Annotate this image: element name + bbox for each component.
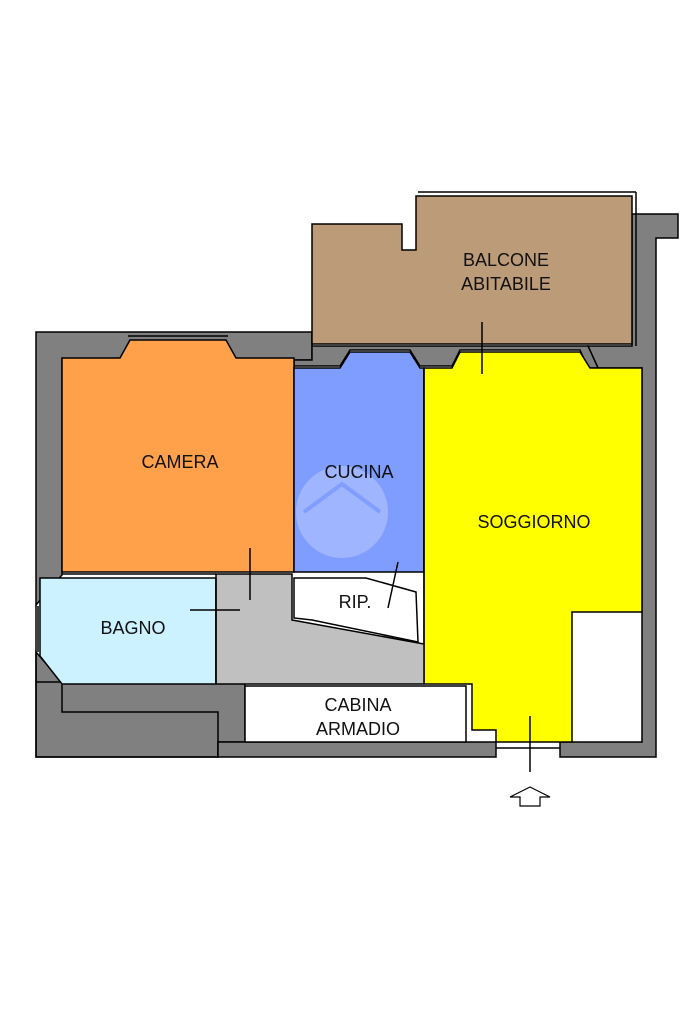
label-camera: CAMERA xyxy=(141,452,218,472)
entrance-arrow-icon xyxy=(509,786,551,807)
room-cabina xyxy=(244,685,467,743)
label-cucina: CUCINA xyxy=(324,462,393,482)
rooms xyxy=(39,195,643,743)
wall-bottom xyxy=(217,741,497,758)
room-bagno xyxy=(39,577,217,685)
label-rip: RIP. xyxy=(339,592,372,612)
label-balcone-line1: BALCONE xyxy=(463,250,549,270)
room-balcone xyxy=(311,195,633,345)
label-balcone-line2: ABITABILE xyxy=(461,274,551,294)
room-cucina xyxy=(293,351,425,573)
room-rip xyxy=(293,577,419,643)
label-cabina-line1: CABINA xyxy=(324,695,391,715)
label-bagno: BAGNO xyxy=(100,618,165,638)
internal-details xyxy=(37,191,637,772)
label-cabina-line2: ARMADIO xyxy=(316,719,400,739)
label-soggiorno: SOGGIORNO xyxy=(477,512,590,532)
room-camera xyxy=(61,339,295,573)
section-line-5 xyxy=(387,561,399,609)
room-soggiorno xyxy=(423,351,643,743)
wall-left-bottom xyxy=(35,605,219,758)
room-labels: BALCONE ABITABILE CAMERA CUCINA SOGGIORN… xyxy=(100,250,590,739)
watermark-logo xyxy=(296,466,388,558)
